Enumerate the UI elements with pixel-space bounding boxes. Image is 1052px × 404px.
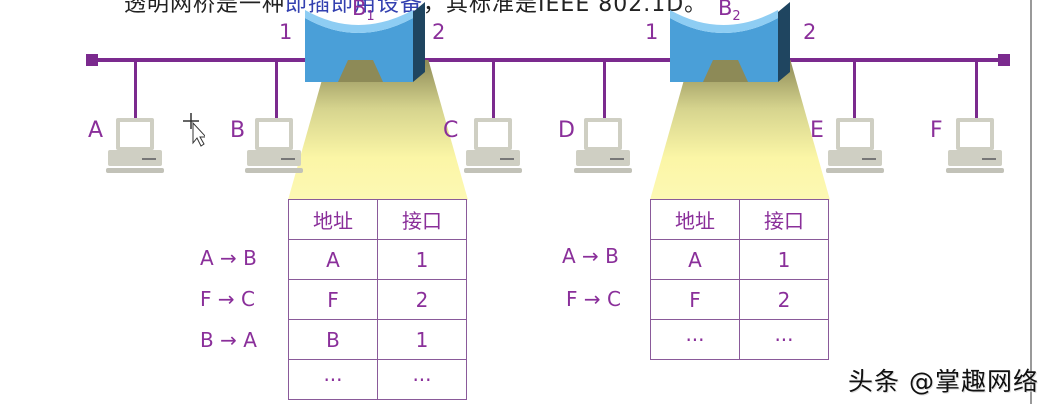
bridge-1-label: B1 [352,0,375,25]
watermark: 头条 @掌趣网络 [848,367,1039,396]
move-cursor-icon [183,113,208,151]
cell-interface: 2 [739,279,829,320]
host-a-computer-icon[interactable] [106,118,166,176]
lan-segment-2 [420,58,675,62]
cell-address: A [288,239,378,280]
cell-address: F [288,279,378,320]
header-address: 地址 [288,199,378,240]
cell-address: ··· [288,359,378,400]
host-a-label: A [88,118,104,143]
host-f-label: F [930,118,943,143]
cell-address: F [650,279,740,320]
bridge-2-port-2: 2 [803,20,817,44]
cell-interface: ··· [739,319,829,360]
drop-line-d [603,60,606,118]
cell-address: ··· [650,319,740,360]
table-row: ······ [288,359,467,400]
lan-segment-3 [785,58,1005,62]
cell-interface: 1 [377,239,467,280]
bridge-2-label: B2 [718,0,741,25]
table-row: ······ [650,319,829,360]
table-header-row: 地址 接口 [650,199,829,240]
bridge-icon [670,2,790,82]
caption-text: 透明网桥是一种 [124,0,286,17]
bridge-1[interactable] [303,0,428,82]
host-b-computer-icon[interactable] [245,118,305,176]
bridge-1-port-1: 1 [279,20,293,44]
cell-interface: ··· [377,359,467,400]
drop-line-e [853,60,856,118]
cell-address: B [288,319,378,360]
host-e-computer-icon[interactable] [826,118,886,176]
slide-border [1030,0,1032,404]
drop-line-b [275,60,278,118]
bus-terminator-right [998,54,1010,66]
host-d-computer-icon[interactable] [574,118,634,176]
caption: 透明网桥是一种即插即用设备，其标准是IEEE 802.1D。 [124,0,707,18]
bridge-1-port-2: 2 [432,20,446,44]
drop-line-f [975,60,978,118]
bridge-icon [305,2,425,82]
bridge-2[interactable] [668,0,793,82]
host-c-computer-icon[interactable] [464,118,524,176]
frame-label: F → C [566,287,621,311]
table-header-row: 地址 接口 [288,199,467,240]
host-d-label: D [558,118,575,143]
header-interface: 接口 [739,199,829,240]
drop-line-c [492,60,495,118]
cell-interface: 1 [377,319,467,360]
caption-highlight: 即插即用设备 [285,0,424,17]
cell-address: A [650,239,740,280]
caption-text-end: ，其标准是IEEE 802.1D。 [423,0,708,17]
lan-segment-1 [92,58,307,62]
host-c-label: C [443,118,459,143]
cell-interface: 2 [377,279,467,320]
frame-label: A → B [200,246,257,270]
header-address: 地址 [650,199,740,240]
host-e-label: E [810,118,824,143]
drop-line-a [134,60,137,118]
bridge-2-port-1: 1 [645,20,659,44]
header-interface: 接口 [377,199,467,240]
frame-label: B → A [200,328,257,352]
frame-label: F → C [200,287,255,311]
host-b-label: B [230,118,246,143]
frame-label: A → B [562,244,619,268]
host-f-computer-icon[interactable] [946,118,1006,176]
cell-interface: 1 [739,239,829,280]
